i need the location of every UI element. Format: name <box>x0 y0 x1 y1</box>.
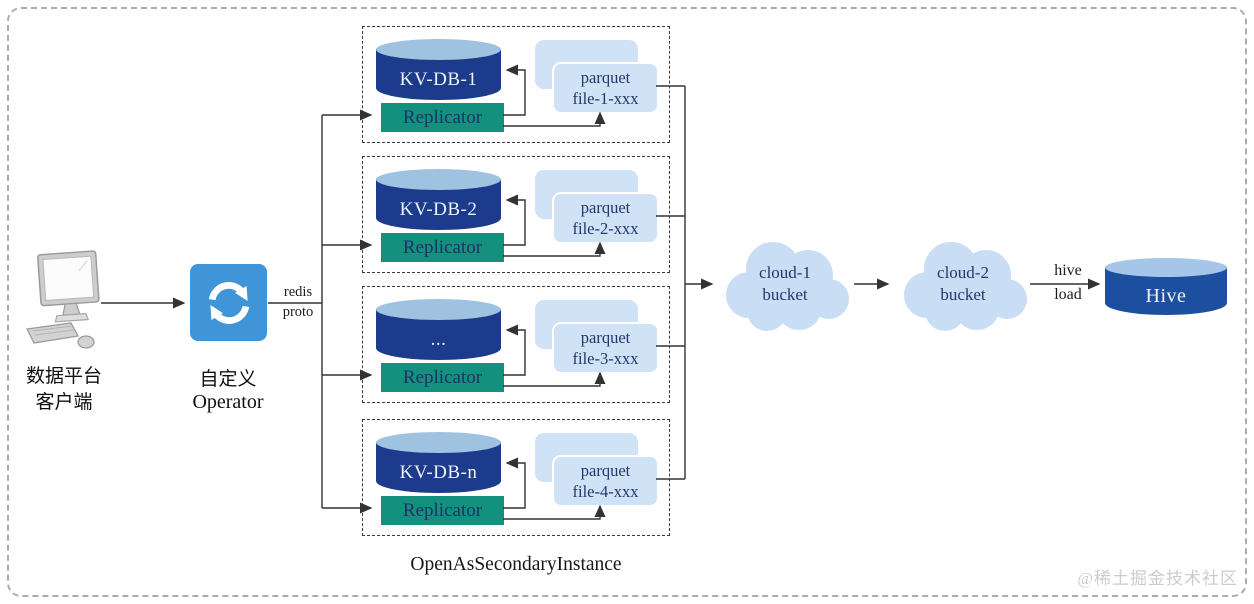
kv-db-label: KV-DB-n <box>399 462 478 483</box>
replicator-label: Replicator <box>402 499 483 521</box>
cloud-2-icon <box>904 242 1027 331</box>
client-label-line1: 数据平台 <box>25 366 102 387</box>
parquet-label-line1: parquet <box>580 198 631 217</box>
cloud-2-label-line1: cloud-2 <box>937 263 989 282</box>
instance-box-2: KV-DB-2 Replicator parquet file-2-xxx <box>362 156 670 273</box>
operator-label: 自定义 Operator <box>158 368 298 414</box>
operator-icon <box>190 264 267 341</box>
instance-box-3: ... Replicator parquet file-3-xxx <box>362 286 670 403</box>
cloud-2-label: cloud-2 bucket <box>893 262 1033 306</box>
hive-label: Hive <box>1145 284 1187 307</box>
parquet-label-line1: parquet <box>580 461 631 480</box>
operator-label-line2: Operator <box>192 391 264 413</box>
kv-db-cylinder-icon: KV-DB-2 <box>376 169 501 230</box>
hive-cylinder-icon: Hive <box>1105 258 1227 315</box>
hive-load-label: hive load <box>1040 259 1096 307</box>
hive-load-line2: load <box>1054 286 1082 303</box>
kv-db-cylinder-icon: ... <box>376 299 501 360</box>
redis-proto-line2: proto <box>282 304 314 320</box>
parquet-label-line1: parquet <box>580 68 631 87</box>
replicator-box: Replicator <box>381 103 504 132</box>
instance-box-1: KV-DB-1 Replicator parquet file-1-xxx <box>362 26 670 143</box>
replicator-label: Replicator <box>402 366 483 388</box>
cloud-1-label: cloud-1 bucket <box>715 262 855 306</box>
operator-label-line1: 自定义 <box>199 369 257 390</box>
group-caption: OpenAsSecondaryInstance <box>410 554 622 575</box>
parquet-label-line2: file-1-xxx <box>572 89 639 108</box>
cloud-1-icon <box>726 242 849 331</box>
parquet-label-line2: file-3-xxx <box>572 349 639 368</box>
redis-proto-label: redis proto <box>270 282 326 322</box>
kv-db-label: KV-DB-2 <box>399 199 478 220</box>
cloud-1-label-line2: bucket <box>762 285 808 304</box>
parquet-file-card: parquet file-1-xxx <box>552 62 659 114</box>
parquet-file-card: parquet file-2-xxx <box>552 192 659 244</box>
redis-proto-line1: redis <box>283 284 313 300</box>
computer-icon <box>26 250 100 349</box>
hive-load-line1: hive <box>1054 262 1082 279</box>
kv-db-label: KV-DB-1 <box>399 69 478 90</box>
replicator-label: Replicator <box>402 236 483 258</box>
replicator-box: Replicator <box>381 496 504 525</box>
parquet-label-line2: file-2-xxx <box>572 219 639 238</box>
kv-db-label: ... <box>430 329 447 350</box>
parquet-file-card: parquet file-3-xxx <box>552 322 659 374</box>
replicator-box: Replicator <box>381 363 504 392</box>
kv-db-cylinder-icon: KV-DB-n <box>376 432 501 493</box>
client-label-line2: 客户端 <box>35 392 93 413</box>
kv-db-cylinder-icon: KV-DB-1 <box>376 39 501 100</box>
client-label: 数据平台 客户端 <box>4 364 124 416</box>
parquet-label-line1: parquet <box>580 328 631 347</box>
outer-dashed-frame <box>7 7 1247 597</box>
parquet-label-line2: file-4-xxx <box>572 482 639 501</box>
instance-box-4: KV-DB-n Replicator parquet file-4-xxx <box>362 419 670 536</box>
cloud-1-label-line1: cloud-1 <box>759 263 811 282</box>
sync-icon <box>208 281 249 324</box>
replicator-label: Replicator <box>402 106 483 128</box>
watermark: @稀土掘金技术社区 <box>1077 569 1238 588</box>
cloud-2-label-line2: bucket <box>940 285 986 304</box>
parquet-file-card: parquet file-4-xxx <box>552 455 659 507</box>
replicator-box: Replicator <box>381 233 504 262</box>
